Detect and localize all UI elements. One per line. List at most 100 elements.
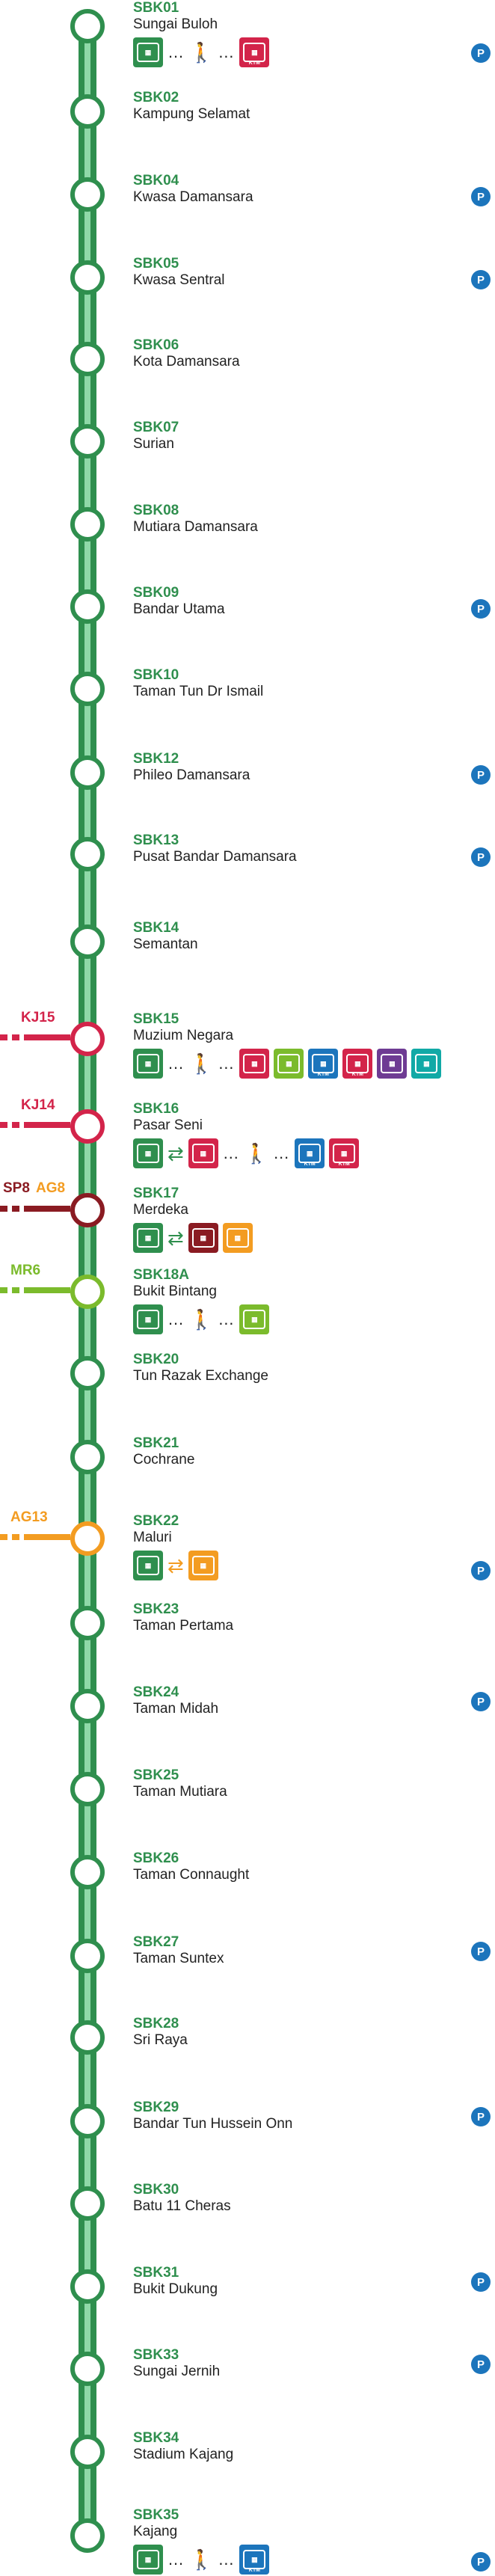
interchange-row: ▦ … 🚶 … ▦KTM (133, 37, 270, 67)
station-node-sbk23[interactable] (70, 1606, 105, 1640)
parking-icon: P (471, 2552, 491, 2572)
station-code: SBK30 (133, 2182, 179, 2198)
parking-icon: P (471, 270, 491, 289)
station-sbk07[interactable]: SBK07 Surian (133, 420, 179, 453)
station-sbk28[interactable]: SBK28 Sri Raya (133, 2016, 188, 2049)
station-node-sbk17[interactable] (70, 1193, 105, 1227)
station-sbk05[interactable]: SBK05 Kwasa Sentral (133, 256, 225, 289)
station-sbk31[interactable]: SBK31 Bukit Dukung (133, 2265, 218, 2298)
station-node-sbk24[interactable] (70, 1689, 105, 1723)
parking-icon: P (471, 43, 491, 63)
station-node-sbk02[interactable] (70, 94, 105, 129)
lrt-ampang-icon: ▦ (188, 1551, 218, 1580)
mrt-train-icon: ▦ (133, 1304, 163, 1334)
station-sbk09[interactable]: SBK09 Bandar Utama (133, 585, 225, 618)
station-sbk22[interactable]: SBK22 Maluri ▦ ⇄ ▦ (133, 1513, 218, 1580)
station-code: SBK20 (133, 1352, 179, 1367)
station-sbk24[interactable]: SBK24 Taman Midah (133, 1684, 218, 1717)
station-name: Pasar Seni (133, 1117, 203, 1133)
station-sbk14[interactable]: SBK14 Semantan (133, 920, 198, 953)
station-sbk17[interactable]: SBK17 Merdeka ▦ ⇄ ▦ ▦ (133, 1186, 253, 1253)
station-name: Semantan (133, 936, 198, 952)
station-sbk06[interactable]: SBK06 Kota Damansara (133, 337, 240, 370)
station-node-sbk12[interactable] (70, 755, 105, 790)
station-node-sbk25[interactable] (70, 1772, 105, 1806)
station-code: SBK22 (133, 1513, 179, 1529)
station-node-sbk01[interactable] (70, 9, 105, 43)
station-node-sbk29[interactable] (70, 2104, 105, 2138)
station-node-sbk08[interactable] (70, 507, 105, 542)
station-node-sbk14[interactable] (70, 924, 105, 959)
station-name: Kwasa Damansara (133, 189, 253, 205)
station-node-sbk04[interactable] (70, 177, 105, 212)
station-node-sbk31[interactable] (70, 2269, 105, 2304)
parking-icon: P (471, 765, 491, 785)
parking-icon: P (471, 187, 491, 206)
station-name: Taman Suntex (133, 1951, 224, 1966)
station-name: Cochrane (133, 1452, 195, 1468)
station-sbk12[interactable]: SBK12 Phileo Damansara (133, 751, 250, 784)
station-sbk25[interactable]: SBK25 Taman Mutiara (133, 1767, 227, 1800)
station-sbk27[interactable]: SBK27 Taman Suntex (133, 1934, 224, 1967)
lrt-kelana-jaya-icon: ▦ (188, 1138, 218, 1168)
station-sbk10[interactable]: SBK10 Taman Tun Dr Ismail (133, 667, 263, 700)
station-sbk20[interactable]: SBK20 Tun Razak Exchange (133, 1352, 268, 1384)
station-node-sbk33[interactable] (70, 2352, 105, 2386)
station-sbk02[interactable]: SBK02 Kampung Selamat (133, 90, 250, 123)
station-node-sbk06[interactable] (70, 342, 105, 376)
station-node-sbk26[interactable] (70, 1855, 105, 1889)
branch-mr6 (0, 1287, 70, 1293)
station-node-sbk15[interactable] (70, 1022, 105, 1056)
station-sbk08[interactable]: SBK08 Mutiara Damansara (133, 503, 258, 536)
station-sbk23[interactable]: SBK23 Taman Pertama (133, 1601, 233, 1634)
station-sbk29[interactable]: SBK29 Bandar Tun Hussein Onn (133, 2100, 292, 2132)
parking-icon: P (471, 2355, 491, 2374)
station-name: Maluri (133, 1530, 172, 1545)
station-node-sbk07[interactable] (70, 424, 105, 459)
station-node-sbk10[interactable] (70, 672, 105, 706)
station-node-sbk34[interactable] (70, 2435, 105, 2469)
station-node-sbk21[interactable] (70, 1440, 105, 1474)
station-sbk15[interactable]: SBK15 Muzium Negara ▦ … 🚶 … ▦ ▦ ▦KTM ▦KT… (133, 1011, 442, 1079)
station-sbk13[interactable]: SBK13 Pusat Bandar Damansara (133, 832, 297, 865)
swap-icon: ⇄ (167, 1141, 184, 1165)
station-sbk01[interactable]: SBK01 Sungai Buloh ▦ … 🚶 … ▦KTM (133, 0, 270, 67)
station-sbk04[interactable]: SBK04 Kwasa Damansara (133, 173, 253, 206)
interchange-row: ▦ ⇄ ▦ (133, 1551, 218, 1580)
mrt-train-icon: ▦ (133, 1138, 163, 1168)
station-sbk30[interactable]: SBK30 Batu 11 Cheras (133, 2182, 231, 2215)
station-sbk18a[interactable]: SBK18A Bukit Bintang ▦ … 🚶 … ▦ (133, 1267, 270, 1334)
interchange-row: ▦ … 🚶 … ▦ (133, 1304, 270, 1334)
station-node-sbk13[interactable] (70, 837, 105, 871)
station-node-sbk05[interactable] (70, 260, 105, 295)
swap-icon: ⇄ (167, 1554, 184, 1577)
station-sbk35[interactable]: SBK35 Kajang ▦ … 🚶 … ▦KTM (133, 2507, 270, 2575)
station-node-sbk09[interactable] (70, 589, 105, 624)
station-node-sbk30[interactable] (70, 2186, 105, 2221)
station-name: Bukit Bintang (133, 1284, 217, 1299)
station-sbk16[interactable]: SBK16 Pasar Seni ▦ ⇄ ▦ … 🚶 … ▦KTM ▦KTM (133, 1101, 360, 1168)
station-node-sbk20[interactable] (70, 1356, 105, 1390)
station-name: Kota Damansara (133, 354, 240, 369)
station-name: Taman Tun Dr Ismail (133, 684, 264, 699)
walk-icon: 🚶 (189, 1307, 214, 1331)
station-code: SBK31 (133, 2265, 179, 2281)
station-name: Kwasa Sentral (133, 272, 225, 288)
station-sbk33[interactable]: SBK33 Sungai Jernih (133, 2347, 220, 2380)
ktm-train-icon: ▦KTM (308, 1049, 339, 1079)
walk-icon: 🚶 (189, 40, 214, 64)
branch-label-ag13: AG13 (10, 1509, 48, 1525)
station-code: SBK01 (133, 0, 179, 16)
station-name: Bandar Tun Hussein Onn (133, 2116, 293, 2132)
station-node-sbk35[interactable] (70, 2518, 105, 2553)
station-node-sbk22[interactable] (70, 1521, 105, 1556)
station-code: SBK24 (133, 1684, 179, 1700)
station-node-sbk16[interactable] (70, 1109, 105, 1144)
station-sbk21[interactable]: SBK21 Cochrane (133, 1435, 194, 1468)
station-node-sbk18a[interactable] (70, 1275, 105, 1309)
station-name: Sungai Buloh (133, 16, 218, 32)
station-node-sbk28[interactable] (70, 2020, 105, 2055)
station-sbk26[interactable]: SBK26 Taman Connaught (133, 1850, 249, 1883)
station-node-sbk27[interactable] (70, 1939, 105, 1973)
station-sbk34[interactable]: SBK34 Stadium Kajang (133, 2430, 233, 2463)
